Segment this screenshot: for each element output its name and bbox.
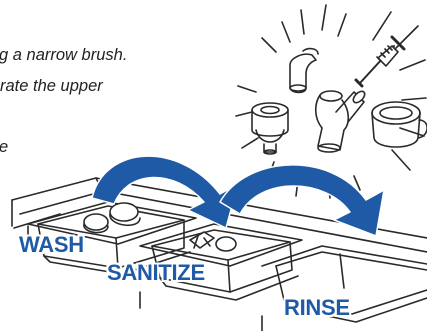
rinse-label: RINSE — [284, 297, 350, 319]
sanitize-label: SANITIZE — [107, 262, 205, 284]
elbow-part-icon — [290, 49, 318, 93]
mug-part-icon — [372, 102, 427, 147]
brush-icon — [356, 37, 404, 86]
wash-label: WASH — [19, 234, 84, 256]
soaking-parts-wash-icon — [84, 203, 140, 233]
funnel-part-icon — [252, 103, 288, 154]
y-fitting-part-icon — [316, 89, 367, 152]
